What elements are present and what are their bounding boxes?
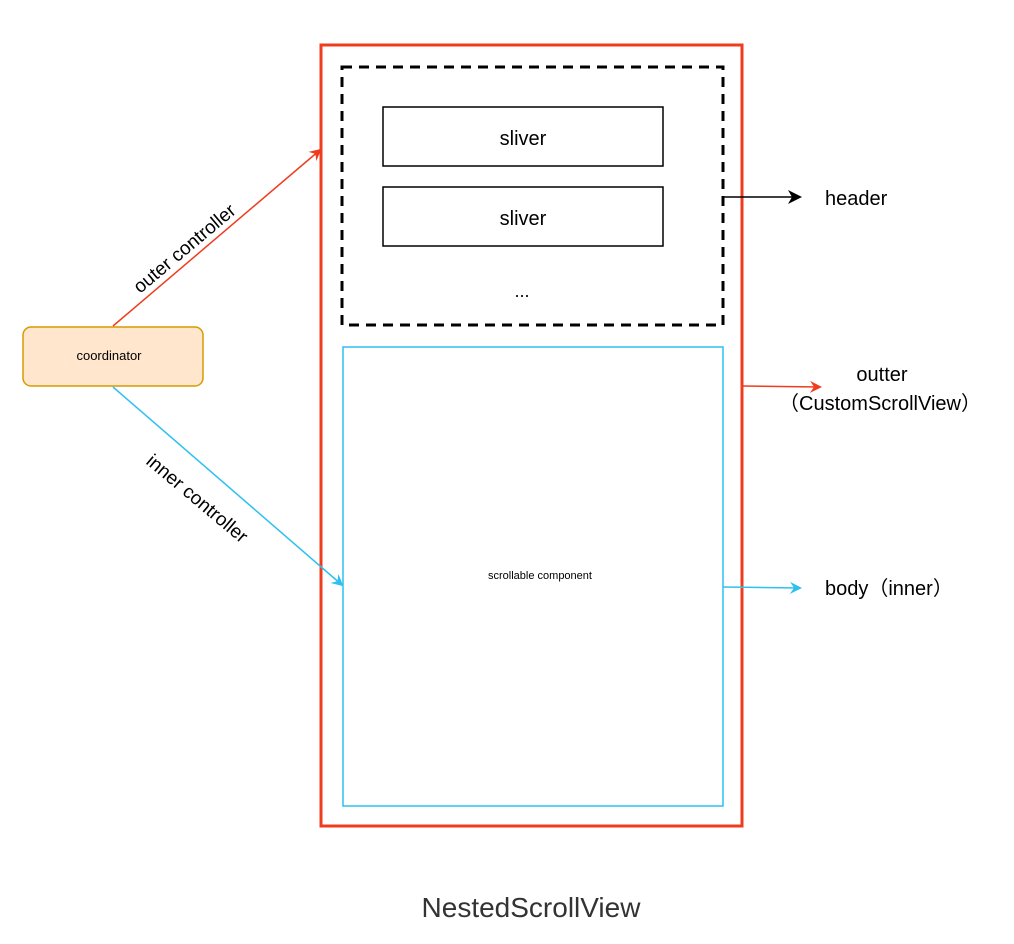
inner-controller-label: inner controller <box>142 451 252 548</box>
outter-callout-sublabel: （CustomScrollView） <box>779 392 981 415</box>
coordinator-box <box>22 326 204 387</box>
sliver-1-box <box>382 106 664 167</box>
outer-scroll-view-box <box>319 43 744 828</box>
sliver-2-label: sliver <box>500 208 547 230</box>
outter-callout-arrow <box>741 380 822 393</box>
inner-controller-arrow <box>112 386 344 587</box>
scrollable-component-label: scrollable component <box>488 570 592 582</box>
header-callout-label: header <box>825 188 888 210</box>
sliver-1: sliver <box>382 106 664 167</box>
outer-controller-arrow <box>112 148 322 327</box>
sliver-1-label: sliver <box>500 128 547 150</box>
sliver-ellipsis: ... <box>514 281 529 301</box>
coordinator-node: coordinator <box>22 326 204 387</box>
diagram-title: NestedScrollView <box>422 892 642 923</box>
body-callout-arrow <box>722 581 802 594</box>
outer-controller-label: outer controller <box>130 200 241 298</box>
sliver-2-box <box>382 186 664 247</box>
sliver-2: sliver <box>382 186 664 247</box>
outter-callout-label: outter <box>856 364 907 386</box>
body-callout-label: body（inner） <box>825 577 953 600</box>
header-container <box>340 65 725 327</box>
coordinator-label: coordinator <box>76 348 142 363</box>
